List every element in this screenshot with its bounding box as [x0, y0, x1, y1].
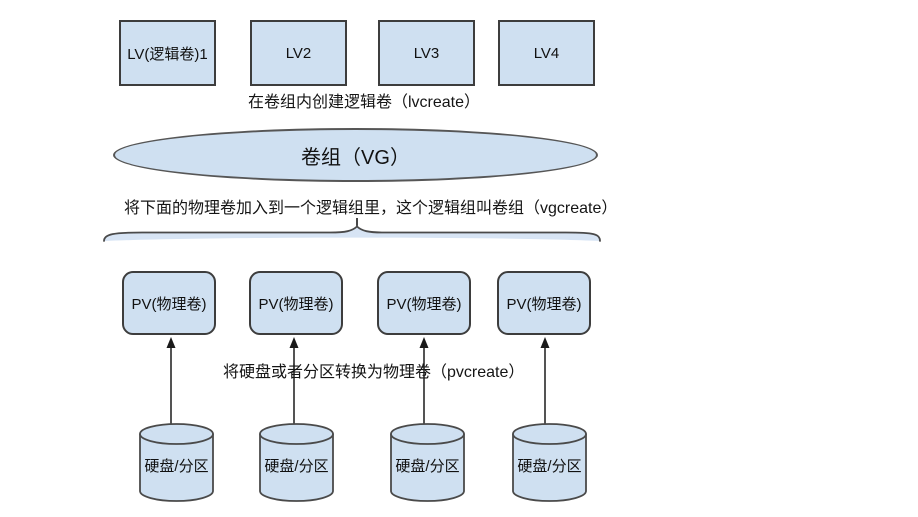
vg-ellipse: 卷组（VG） [113, 128, 598, 182]
lv-box-3: LV3 [378, 20, 475, 86]
pv-box-2: PV(物理卷) [249, 271, 343, 335]
lvcreate-caption: 在卷组内创建逻辑卷（lvcreate） [248, 94, 481, 111]
pv-box-1: PV(物理卷) [122, 271, 216, 335]
pv-arrow-1 [166, 337, 176, 424]
lv-box-1: LV(逻辑卷)1 [119, 20, 216, 86]
pv-box-4: PV(物理卷) [497, 271, 591, 335]
pv-box-3: PV(物理卷) [377, 271, 471, 335]
vg-brace-fill [104, 226, 600, 241]
lv-box-4: LV4 [498, 20, 595, 86]
vg-brace-outline [103, 225, 601, 242]
pv-arrow-4 [540, 337, 550, 424]
disk-label-3: 硬盘/分区 [395, 458, 460, 475]
pvcreate-caption: 将硬盘或者分区转换为物理卷（pvcreate） [223, 364, 525, 381]
disk-label-1: 硬盘/分区 [144, 458, 209, 475]
vgcreate-caption: 将下面的物理卷加入到一个逻辑组里，这个逻辑组叫卷组（vgcreate） [124, 200, 618, 217]
disk-label-2: 硬盘/分区 [264, 458, 329, 475]
disk-label-4: 硬盘/分区 [517, 458, 582, 475]
lv-box-2: LV2 [250, 20, 347, 86]
